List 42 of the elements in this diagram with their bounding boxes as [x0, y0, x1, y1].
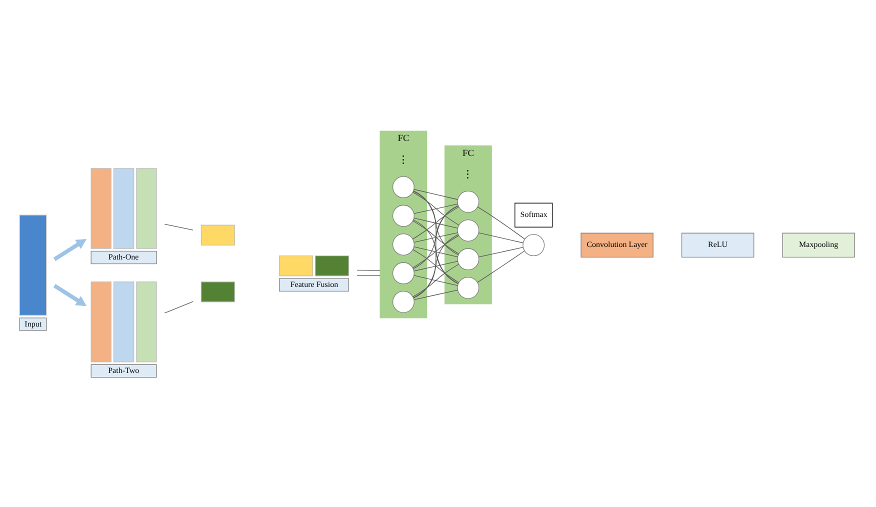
connector: [412, 190, 458, 284]
connector: [356, 274, 380, 276]
connector: [412, 234, 458, 298]
connector: [413, 217, 458, 228]
node-circle: [392, 290, 414, 312]
connector: [164, 223, 193, 230]
node-circle: [456, 248, 479, 270]
node-circle: [392, 262, 414, 284]
label: ⋮: [462, 168, 474, 180]
arrow: [52, 238, 86, 261]
connector: [413, 260, 458, 271]
connector: [413, 274, 458, 286]
connector: [476, 206, 524, 239]
connector: [412, 263, 459, 297]
label: ⋮: [397, 153, 408, 166]
connector: [478, 246, 523, 257]
connector: [476, 250, 524, 282]
connector: [412, 206, 459, 239]
node-circle: [456, 276, 479, 298]
connector: [356, 269, 380, 270]
connector: [412, 190, 458, 255]
connector: [412, 248, 459, 282]
connector: [412, 191, 459, 225]
node-circle: [456, 190, 479, 212]
connector: [413, 188, 458, 200]
node-circle: [392, 176, 414, 198]
node-circle: [456, 218, 479, 241]
connector: [164, 300, 193, 313]
connector: [412, 219, 458, 284]
connector: [412, 205, 458, 269]
node-circle: [392, 204, 414, 226]
connector: [413, 289, 458, 300]
node-circle: [392, 232, 414, 255]
arrow: [52, 283, 86, 306]
connector: [413, 232, 458, 242]
connector: [478, 232, 523, 243]
node-circle: [522, 234, 544, 256]
connector: [413, 246, 458, 257]
connector: [412, 234, 459, 268]
connector: [412, 220, 459, 254]
connector: [413, 203, 458, 214]
connector: [412, 204, 458, 298]
